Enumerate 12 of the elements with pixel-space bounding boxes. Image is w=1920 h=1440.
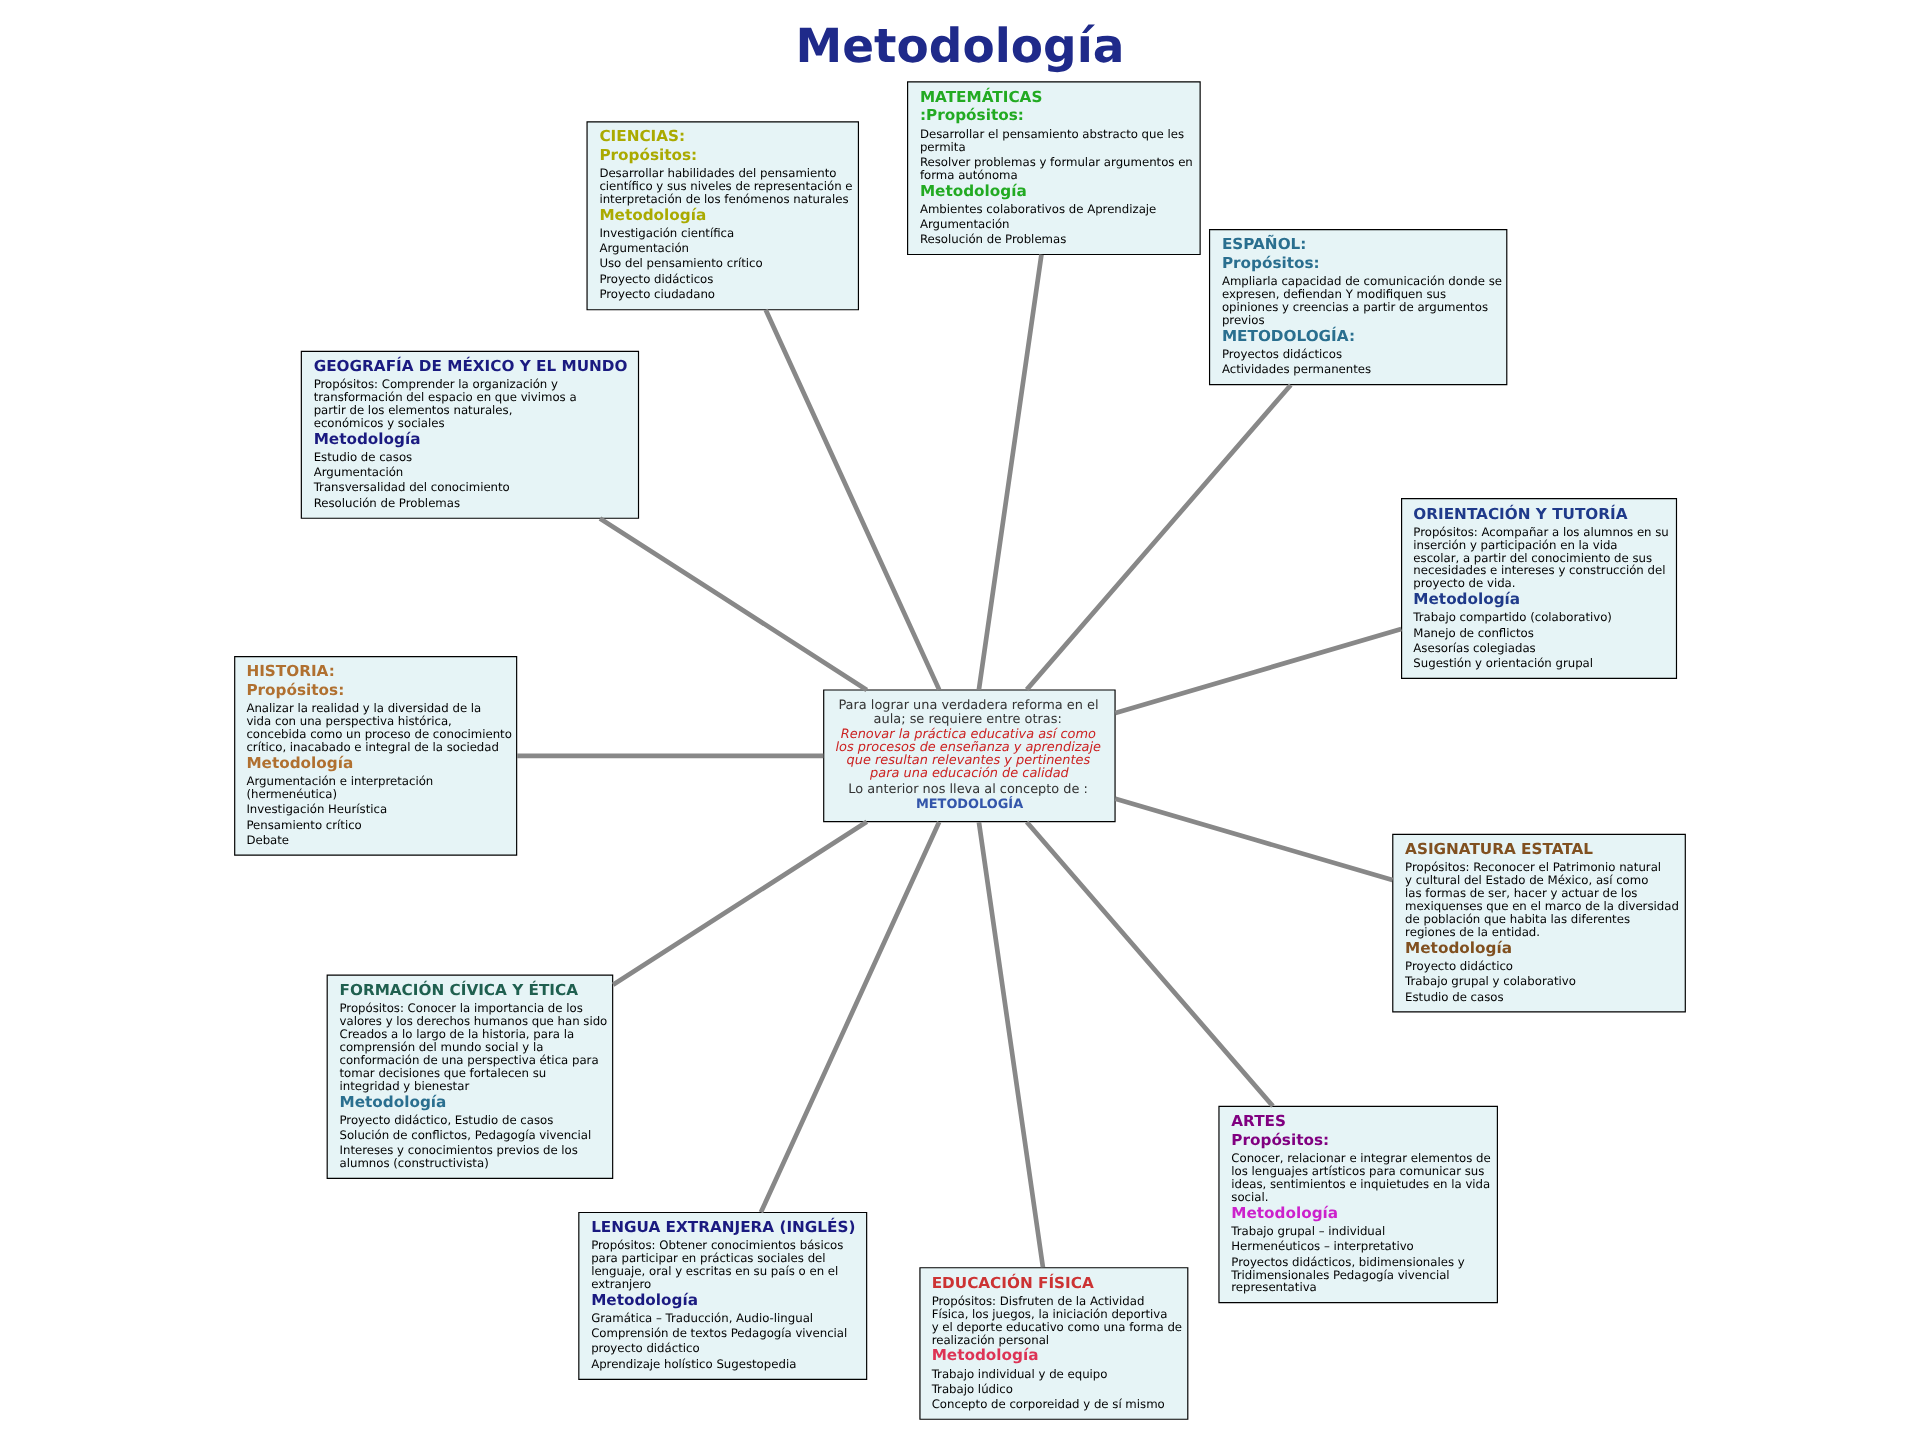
connector: [611, 819, 869, 987]
connector: [1024, 820, 1275, 1108]
connector: [1114, 626, 1402, 716]
connector: [1024, 383, 1293, 692]
connector: [976, 821, 1046, 1268]
connector: [517, 753, 824, 759]
connector: [598, 516, 869, 692]
connector: [1114, 796, 1394, 883]
connector: [758, 821, 942, 1214]
connector: [976, 254, 1044, 690]
connector: [763, 308, 942, 691]
diagram-title: Metodología: [795, 17, 1125, 74]
